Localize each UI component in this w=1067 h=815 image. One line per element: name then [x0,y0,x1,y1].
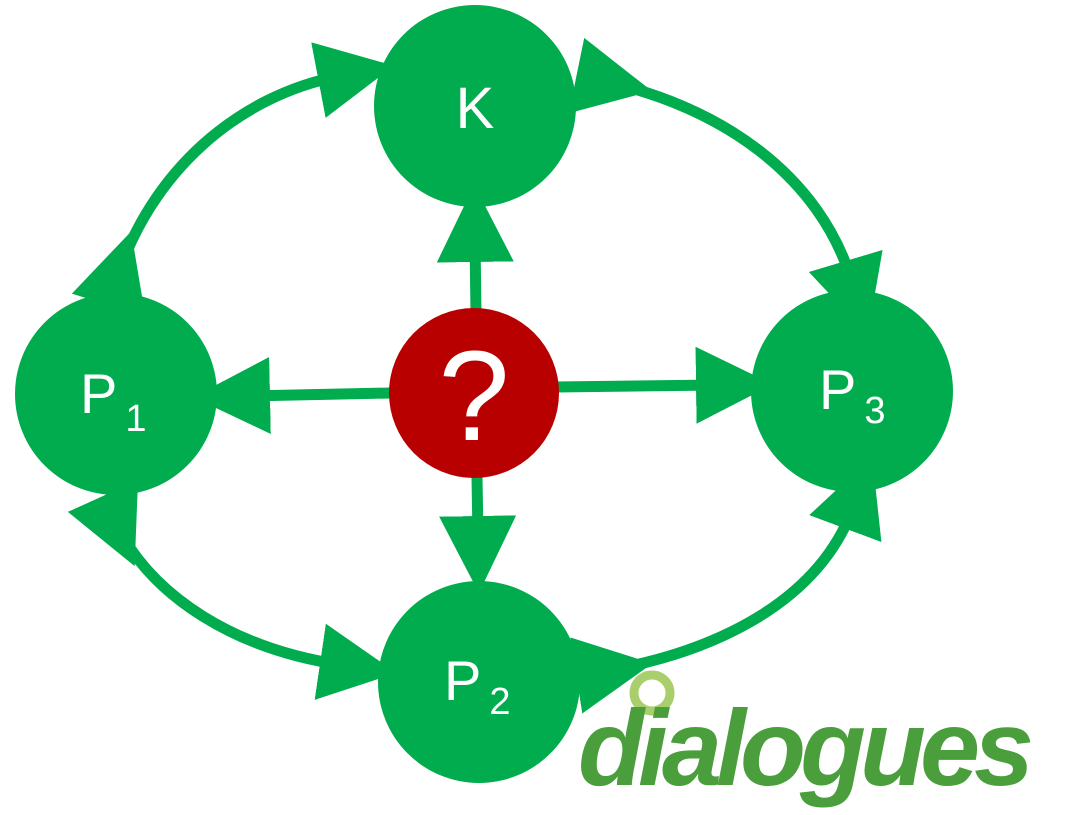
arrow-center-k [436,185,514,314]
node-center-label: ? [438,325,509,468]
logo-dot-icon [629,670,675,716]
node-p3-subscript: 3 [864,390,885,432]
node-p1-label: P [80,362,117,425]
logo-text: dialogues [578,687,1031,808]
node-k: K [374,5,576,207]
node-p2-label: P [444,649,481,712]
node-p1-subscript: 1 [125,398,146,440]
arrow-k-p3 [568,37,883,335]
arrow-center-p2 [439,476,517,593]
svg-text:P3: P3 [819,358,886,432]
node-center: ? [389,308,559,478]
arrow-p2-p3 [570,456,882,714]
dialogues-logo: dialogues [578,670,1037,808]
svg-text:P1: P1 [80,362,147,440]
node-p2-subscript: 2 [489,681,510,723]
arrow-center-p3 [555,346,773,424]
node-k-label: K [456,76,495,141]
arrow-center-p1 [193,357,391,435]
svg-text:P2: P2 [444,649,511,723]
arrow-p1-p2 [67,480,397,700]
arrow-p1-k [71,42,395,317]
node-p3-label: P [819,358,856,421]
